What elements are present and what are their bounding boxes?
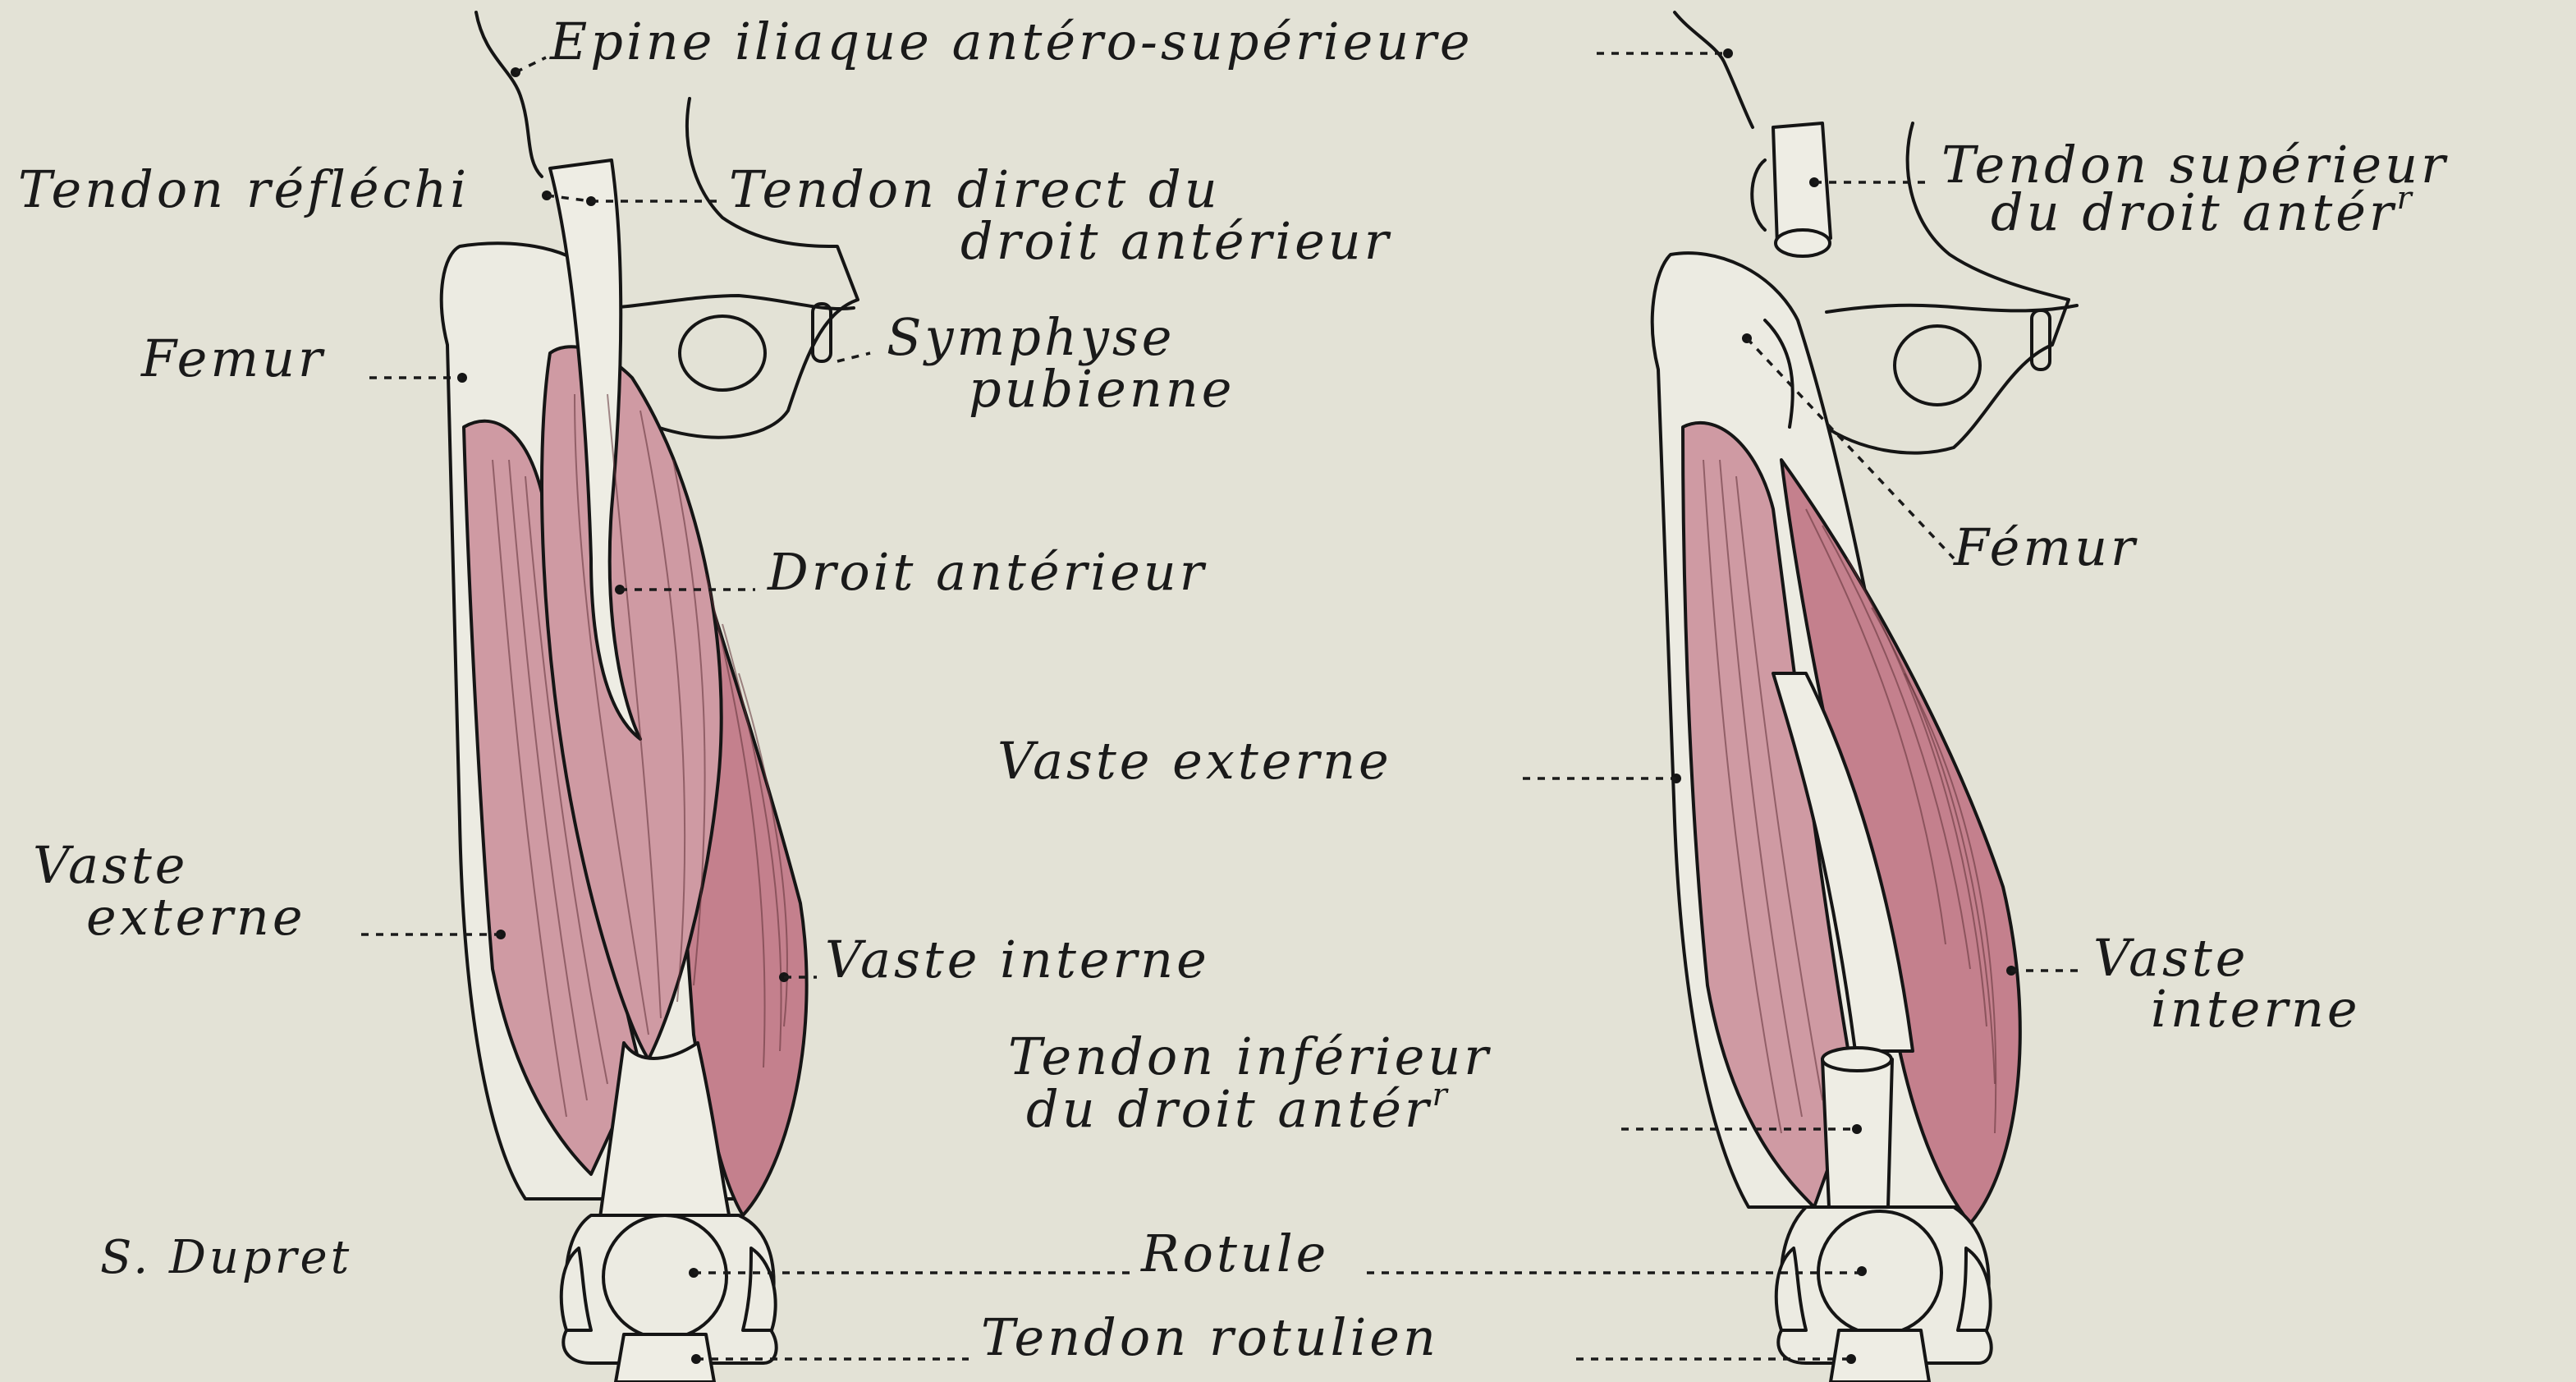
right-inferior-tendon-cut (1822, 1048, 1891, 1071)
left-obturator-foramen (680, 316, 765, 390)
label-tendon-inferieur-line1: Tendon inférieur (1008, 1026, 1492, 1086)
label-rotule: Rotule (1140, 1224, 1329, 1283)
left-pelvis-inner-outline (657, 99, 858, 438)
right-epine-dot (1723, 48, 1733, 58)
label-epine: Epine iliaque antéro-supérieure (549, 11, 1474, 71)
label-vaste-externe-left-line2: externe (86, 887, 306, 947)
right-superior-tendon-stub (1773, 123, 1831, 245)
left-pelvis-arc (612, 296, 854, 309)
right-patella (1818, 1211, 1941, 1334)
right-superior-tendon-cut (1776, 230, 1830, 256)
label-tendon-rotulien: Tendon rotulien (981, 1307, 1439, 1367)
label-symphyse-line2: pubienne (969, 359, 1235, 419)
label-tendon-superieur-sup: r (2397, 180, 2415, 216)
label-tendon-inferieur-line2-text: du droit antér (1026, 1079, 1432, 1139)
label-tendon-reflechi: Tendon réfléchi (18, 159, 470, 219)
right-obturator-foramen (1895, 326, 1980, 405)
right-rotule-dot (1857, 1266, 1867, 1276)
label-tendon-superieur-line2: du droit antérr (1991, 180, 2415, 242)
right-ilium-outline (1675, 12, 1753, 127)
label-femur-left: Femur (140, 328, 326, 388)
labels: Epine iliaque antéro-supérieure Tendon r… (18, 11, 2449, 1367)
label-vaste-interne-right-line2: interne (2151, 979, 2361, 1039)
label-vaste-interne-left: Vaste interne (825, 930, 1210, 989)
label-tendon-inferieur-line2: du droit antérr (1026, 1077, 1451, 1139)
label-tendon-inferieur-sup: r (1432, 1077, 1451, 1113)
label-vaste-externe-center: Vaste externe (997, 731, 1392, 791)
label-signature: S. Dupret (100, 1231, 352, 1284)
label-tendon-direct-line2: droit antérieur (960, 211, 1391, 271)
label-tendon-superieur-line2-text: du droit antér (1991, 182, 2397, 242)
left-patella (603, 1215, 727, 1338)
label-droit-anterieur: Droit antérieur (767, 542, 1207, 602)
right-superior-tendon-base (1752, 160, 1765, 230)
left-ilium-outline (476, 12, 542, 177)
right-tendon-inferieur-dot (1852, 1124, 1862, 1134)
label-femur-right: Fémur (1953, 517, 2138, 577)
right-symphysis (2032, 310, 2050, 370)
right-patellar-tendon (1831, 1330, 1929, 1382)
